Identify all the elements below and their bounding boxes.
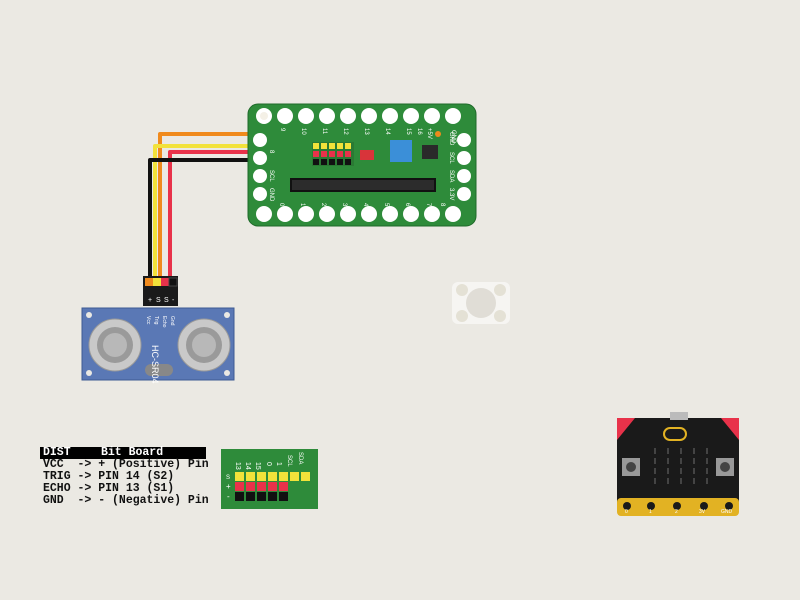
header-detail-label: 15	[254, 462, 261, 470]
bitboard-top-label: 16	[416, 128, 422, 135]
header-detail-row-mark: +	[226, 482, 231, 491]
chip	[422, 145, 438, 159]
bitboard-right-label: GND	[448, 132, 454, 146]
led-matrix	[654, 448, 708, 484]
bitboard-bottom-label: 1	[299, 203, 305, 207]
bitboard-top-label: GND	[450, 130, 456, 144]
bitboard-top-label: 12	[342, 128, 348, 135]
bitboard-bottom-label: 6	[404, 203, 410, 207]
microbit[interactable]: 0 1 2 3V GND	[617, 412, 739, 516]
legend-header: DIST Bit Board	[40, 447, 206, 459]
bitboard-bottom-pins	[256, 206, 461, 222]
edge-label: 0	[625, 509, 628, 515]
bitboard-top-label: 11	[321, 128, 327, 135]
bitboard-bottom-label: 7	[425, 203, 431, 207]
bitboard-header-strip[interactable]	[312, 142, 354, 166]
orange-component	[435, 131, 441, 137]
header-detail-label: SCL	[286, 455, 292, 467]
edge-label: 2	[675, 509, 678, 515]
edge-label: GND	[721, 509, 733, 515]
bitboard-right-label: SCL	[448, 152, 454, 164]
header-detail-label: 1	[275, 462, 282, 466]
sensor-model: HC-SR04	[150, 345, 160, 384]
bitboard-top-label: +5V	[426, 128, 432, 139]
sensor-pin-mark: S	[164, 297, 169, 304]
header-detail-label: SDA	[297, 452, 303, 464]
bitboard-left-label: SCL	[268, 170, 274, 182]
pin-mapping-legend: DIST Bit Board VCC -> + (Positive) Pin T…	[40, 447, 209, 507]
sensor-pin-label: Echo	[161, 316, 167, 328]
sensor-pin-label: Trig	[153, 316, 159, 325]
legend-header-right: Bit Board	[101, 446, 164, 459]
bitboard-top-label: 14	[384, 128, 390, 135]
legend-row: TRIG -> PIN 14 (S2)	[43, 470, 175, 483]
blue-i2c-header	[390, 140, 412, 162]
bitboard-left-label: GND	[268, 188, 274, 202]
header-detail-label: 14	[244, 462, 251, 470]
bitboard-bottom-label: 8	[439, 203, 445, 207]
legend-row: ECHO -> PIN 13 (S1)	[43, 482, 175, 495]
bitboard-bottom-label: 5	[383, 203, 389, 207]
sensor-pin-mark: S	[156, 297, 161, 304]
button-b[interactable]	[716, 458, 734, 476]
sensor-pin-mark: -	[172, 297, 175, 304]
bitboard-bottom-label: 2	[320, 203, 326, 207]
bitboard-top-pins	[256, 108, 461, 124]
bitboard-bottom-label: 3	[341, 203, 347, 207]
bit-board[interactable]: 9 10 11 12 13 14 15 16 +5V GND 8 SCL GND…	[247, 103, 477, 227]
crystal	[145, 364, 173, 376]
microbit-logo	[663, 427, 687, 441]
bitboard-side-pins	[253, 133, 471, 201]
bitboard-bottom-label: 0	[278, 203, 284, 207]
bitboard-top-label: 13	[363, 128, 369, 135]
sensor-pin-label: Vcc	[145, 316, 151, 325]
button-module[interactable]	[452, 282, 510, 324]
red-component	[360, 150, 374, 160]
sensor-pin-mark: +	[148, 297, 152, 304]
ultrasonic-sensor[interactable]: + S S - HC-SR04 Vcc Trig Echo Gnd	[81, 276, 235, 384]
header-detail-label: 0	[265, 462, 272, 466]
usb-port	[670, 412, 688, 420]
legend-row: VCC -> + (Positive) Pin	[43, 458, 209, 471]
header-detail-row-mark: -	[227, 492, 230, 501]
bitboard-left-label: 8	[268, 150, 274, 154]
legend-header-left: DIST	[43, 446, 71, 459]
legend-row: GND -> - (Negative) Pin	[43, 494, 209, 507]
header-detail-inset: 13 14 15 0 1 SCL SDA S + -	[221, 449, 318, 509]
edge-label: 1	[649, 509, 652, 515]
header-detail-label: 13	[234, 462, 241, 470]
bitboard-right-label: SDA	[448, 170, 454, 182]
bitboard-top-label: 15	[405, 128, 411, 135]
button-a[interactable]	[622, 458, 640, 476]
edge-connector[interactable]: 0 1 2 3V GND	[617, 498, 739, 516]
right-transducer	[177, 318, 231, 372]
bitboard-top-label: 9	[279, 128, 285, 132]
left-transducer	[88, 318, 142, 372]
header-detail-row-mark: S	[226, 475, 230, 481]
bitboard-bottom-label: 4	[362, 203, 368, 207]
sensor-pin-label: Gnd	[169, 316, 175, 326]
bitboard-right-label: 3.3V	[448, 188, 454, 200]
edge-label: 3V	[699, 509, 706, 515]
bitboard-top-label: 10	[300, 128, 306, 135]
